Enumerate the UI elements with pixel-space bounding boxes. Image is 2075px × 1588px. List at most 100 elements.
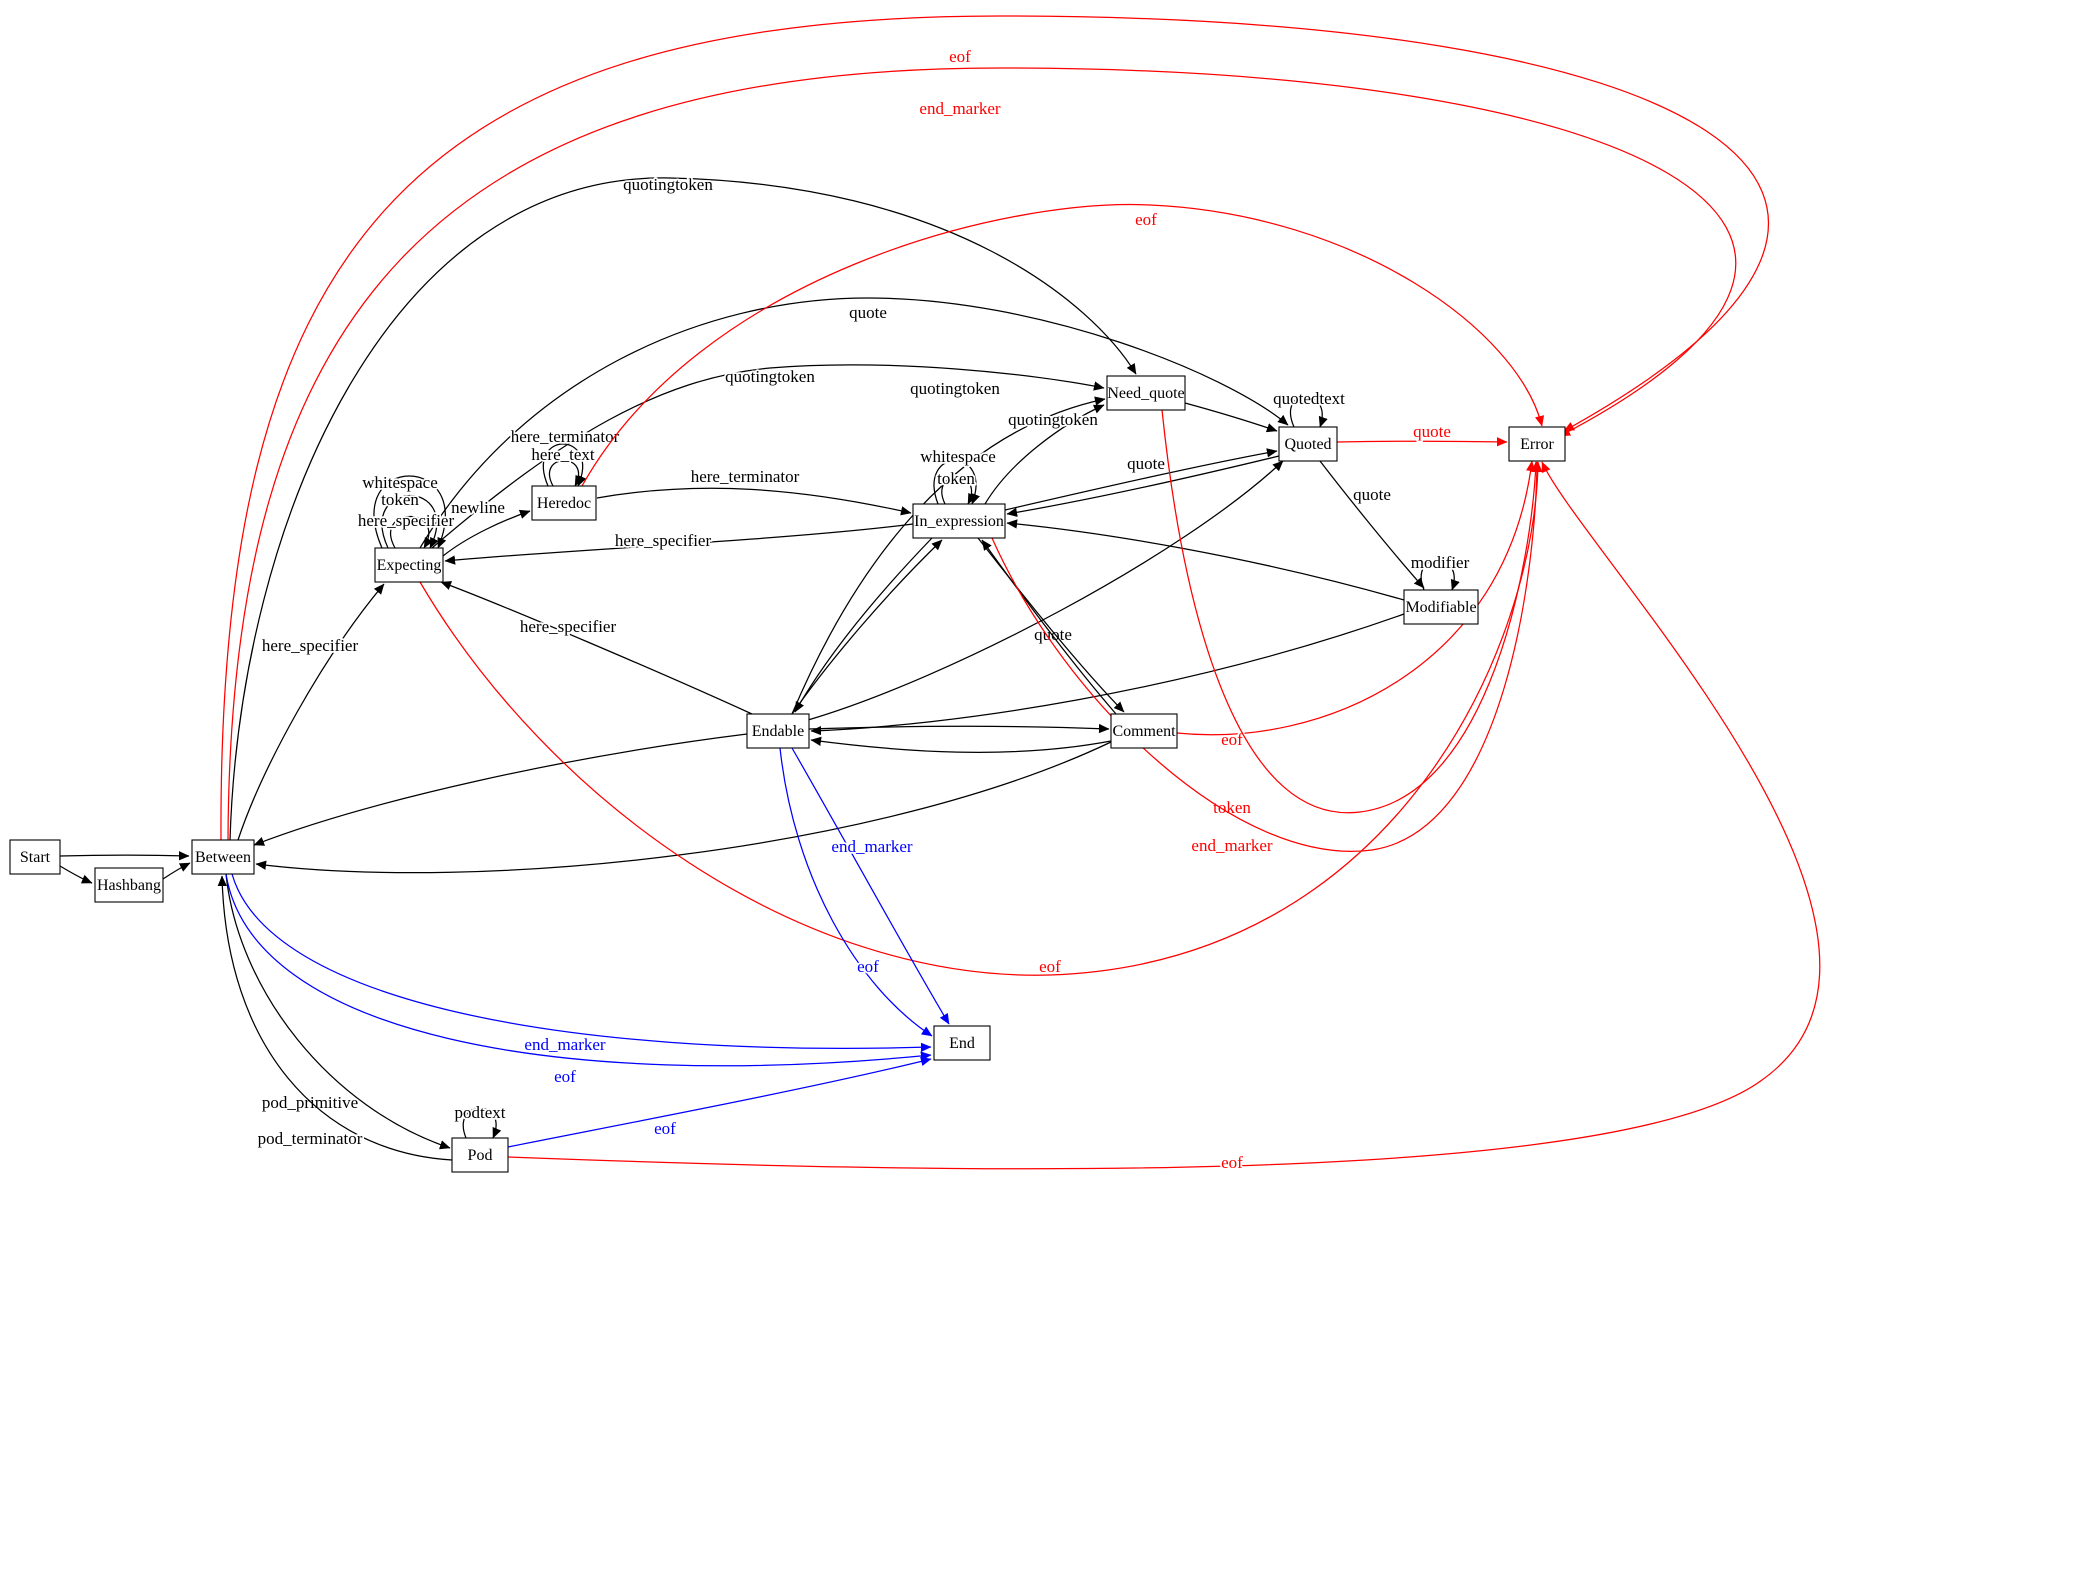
edge-label-Heredoc-Heredoc: here_text xyxy=(531,445,595,464)
edge-label-Pod-End: eof xyxy=(654,1119,676,1138)
node-box-Quoted xyxy=(1278,426,1338,462)
node-box-Pod xyxy=(451,1137,509,1173)
edges-layer: here_specifier quotingtoken quote quotingto… xyxy=(59,15,1821,1174)
edge-Modifiable-Endable xyxy=(810,613,1405,736)
edge-Between-Pod-pod_primitive xyxy=(225,873,451,1150)
edge-Modifiable-Modifiable-modifier xyxy=(1420,559,1460,591)
node-box-Endable xyxy=(746,713,810,749)
node-Comment: Comment xyxy=(1110,713,1178,749)
edge-In_expression-Quoted-quote xyxy=(1004,448,1278,511)
edge-label-Quoted-Modifiable: quote xyxy=(1353,485,1391,504)
edge-Heredoc-Heredoc-here_text xyxy=(549,459,584,487)
edge-In_expression-Comment xyxy=(977,537,1125,713)
edge-Expecting-Heredoc-newline xyxy=(442,509,531,557)
node-box-In_expression xyxy=(912,503,1006,539)
edge-Endable-Quoted-quote xyxy=(807,460,1284,721)
node-Expecting: Expecting xyxy=(374,547,444,583)
edge-Heredoc-In_expression-here_terminator xyxy=(596,487,912,516)
edge-label-Expecting-Quoted: quote xyxy=(849,303,887,322)
edge-Quoted-Quoted-quotedtext xyxy=(1289,395,1328,428)
node-box-Modifiable xyxy=(1403,589,1479,625)
edge-label-In_expression-Need_quote: quotingtoken xyxy=(1008,410,1098,429)
edge-In_expression-Error-end_marker xyxy=(991,461,1542,852)
edge-label-Pod-Error: eof xyxy=(1221,1153,1243,1172)
edge-Start-Between xyxy=(59,851,190,861)
node-label-In_expression: In_expression xyxy=(914,513,1004,530)
node-box-Heredoc xyxy=(531,485,597,521)
node-Pod: Pod xyxy=(451,1137,509,1173)
edge-label-Heredoc-Heredoc: here_terminator xyxy=(511,427,620,446)
edge-In_expression-Endable xyxy=(794,537,933,713)
node-box-Expecting xyxy=(374,547,444,583)
node-Need_quote: Need_quote xyxy=(1106,375,1186,411)
edge-In_expression-In_expression-token xyxy=(941,476,977,505)
edge-label-Endable-Quoted: quote xyxy=(1034,625,1072,644)
edge-Quoted-Error-quote xyxy=(1336,437,1508,447)
node-Hashbang: Hashbang xyxy=(94,867,164,903)
node-label-Heredoc: Heredoc xyxy=(537,495,591,512)
edge-Expecting-Expecting-whitespace xyxy=(373,475,447,549)
edge-Need_quote-Quoted xyxy=(1184,402,1278,433)
edge-Pod-Error-eof xyxy=(507,461,1821,1170)
edge-Between-End-eof xyxy=(225,873,932,1067)
edge-label-Heredoc-In_expression: here_terminator xyxy=(691,467,800,486)
edge-label-Pod-Between: pod_terminator xyxy=(258,1129,363,1148)
node-Start: Start xyxy=(9,839,61,875)
edge-Pod-End-eof xyxy=(507,1056,932,1148)
edge-label-Endable-Need_quote: quotingtoken xyxy=(910,379,1000,398)
node-label-Endable: Endable xyxy=(752,723,804,740)
node-box-Need_quote xyxy=(1106,375,1186,411)
edge-Endable-End-eof xyxy=(779,747,933,1037)
node-label-Error: Error xyxy=(1520,436,1554,453)
edge-Hashbang-Between xyxy=(162,862,191,880)
edge-label-Expecting-Error: eof xyxy=(1039,957,1061,976)
node-box-Error xyxy=(1508,426,1566,462)
edge-Comment-Error-eof xyxy=(1176,460,1536,736)
edge-label-In_expression-Expecting: here_specifier xyxy=(615,531,712,550)
node-label-Modifiable: Modifiable xyxy=(1405,599,1476,616)
edge-label-Expecting-Expecting: whitespace xyxy=(362,473,438,492)
edge-Between-Error-eof xyxy=(220,15,1769,841)
edge-label-Modifiable-Modifiable: modifier xyxy=(1411,553,1470,572)
edge-Between-Error-end_marker xyxy=(227,67,1737,841)
edge-Expecting-Quoted-quote xyxy=(419,297,1289,549)
edge-Comment-Endable xyxy=(810,736,1112,753)
node-Heredoc: Heredoc xyxy=(531,485,597,521)
edge-label-Expecting-Heredoc: newline xyxy=(451,498,505,517)
edge-label-Quoted-Error: quote xyxy=(1413,422,1451,441)
edge-label-In_expression-In_expression: whitespace xyxy=(920,447,996,466)
node-label-Need_quote: Need_quote xyxy=(1107,385,1184,402)
edge-label-Between-End: end_marker xyxy=(524,1035,606,1054)
edge-label-Expecting-Expecting: here_specifier xyxy=(358,511,455,530)
node-Endable: Endable xyxy=(746,713,810,749)
edge-label-Between-Error: eof xyxy=(949,47,971,66)
node-label-Expecting: Expecting xyxy=(377,557,442,574)
edge-label-Endable-Expecting: here_specifier xyxy=(520,617,617,636)
edge-label-Between-Need_quote: quotingtoken xyxy=(623,175,713,194)
edge-Quoted-Modifiable-quote xyxy=(1319,460,1425,589)
edge-label-Between-End: eof xyxy=(554,1067,576,1086)
node-Modifiable: Modifiable xyxy=(1403,589,1479,625)
edge-Endable-Expecting-here_specifier xyxy=(440,581,753,715)
node-Error: Error xyxy=(1508,426,1566,462)
edge-Heredoc-Heredoc-here_terminator xyxy=(542,443,587,487)
node-label-Hashbang: Hashbang xyxy=(97,877,161,894)
edge-Start-Hashbang xyxy=(59,865,93,884)
edge-label-In_expression-Error: end_marker xyxy=(1191,836,1273,855)
edge-Comment-In_expression xyxy=(981,539,1117,715)
node-Between: Between xyxy=(191,839,255,875)
node-label-Pod: Pod xyxy=(468,1147,493,1164)
edge-label-Between-Expecting: here_specifier xyxy=(262,636,359,655)
edge-Between-End-end_marker xyxy=(231,873,932,1052)
edge-Comment-Between xyxy=(255,741,1112,874)
edge-Quoted-In_expression xyxy=(1006,455,1280,517)
node-Quoted: Quoted xyxy=(1278,426,1338,462)
node-label-Between: Between xyxy=(195,849,251,866)
edge-Heredoc-Error-eof xyxy=(581,203,1545,487)
edge-Expecting-Expecting-here_specifier xyxy=(390,515,434,549)
edge-Pod-Between-pod_terminator xyxy=(217,875,453,1161)
node-label-Start: Start xyxy=(20,849,51,866)
